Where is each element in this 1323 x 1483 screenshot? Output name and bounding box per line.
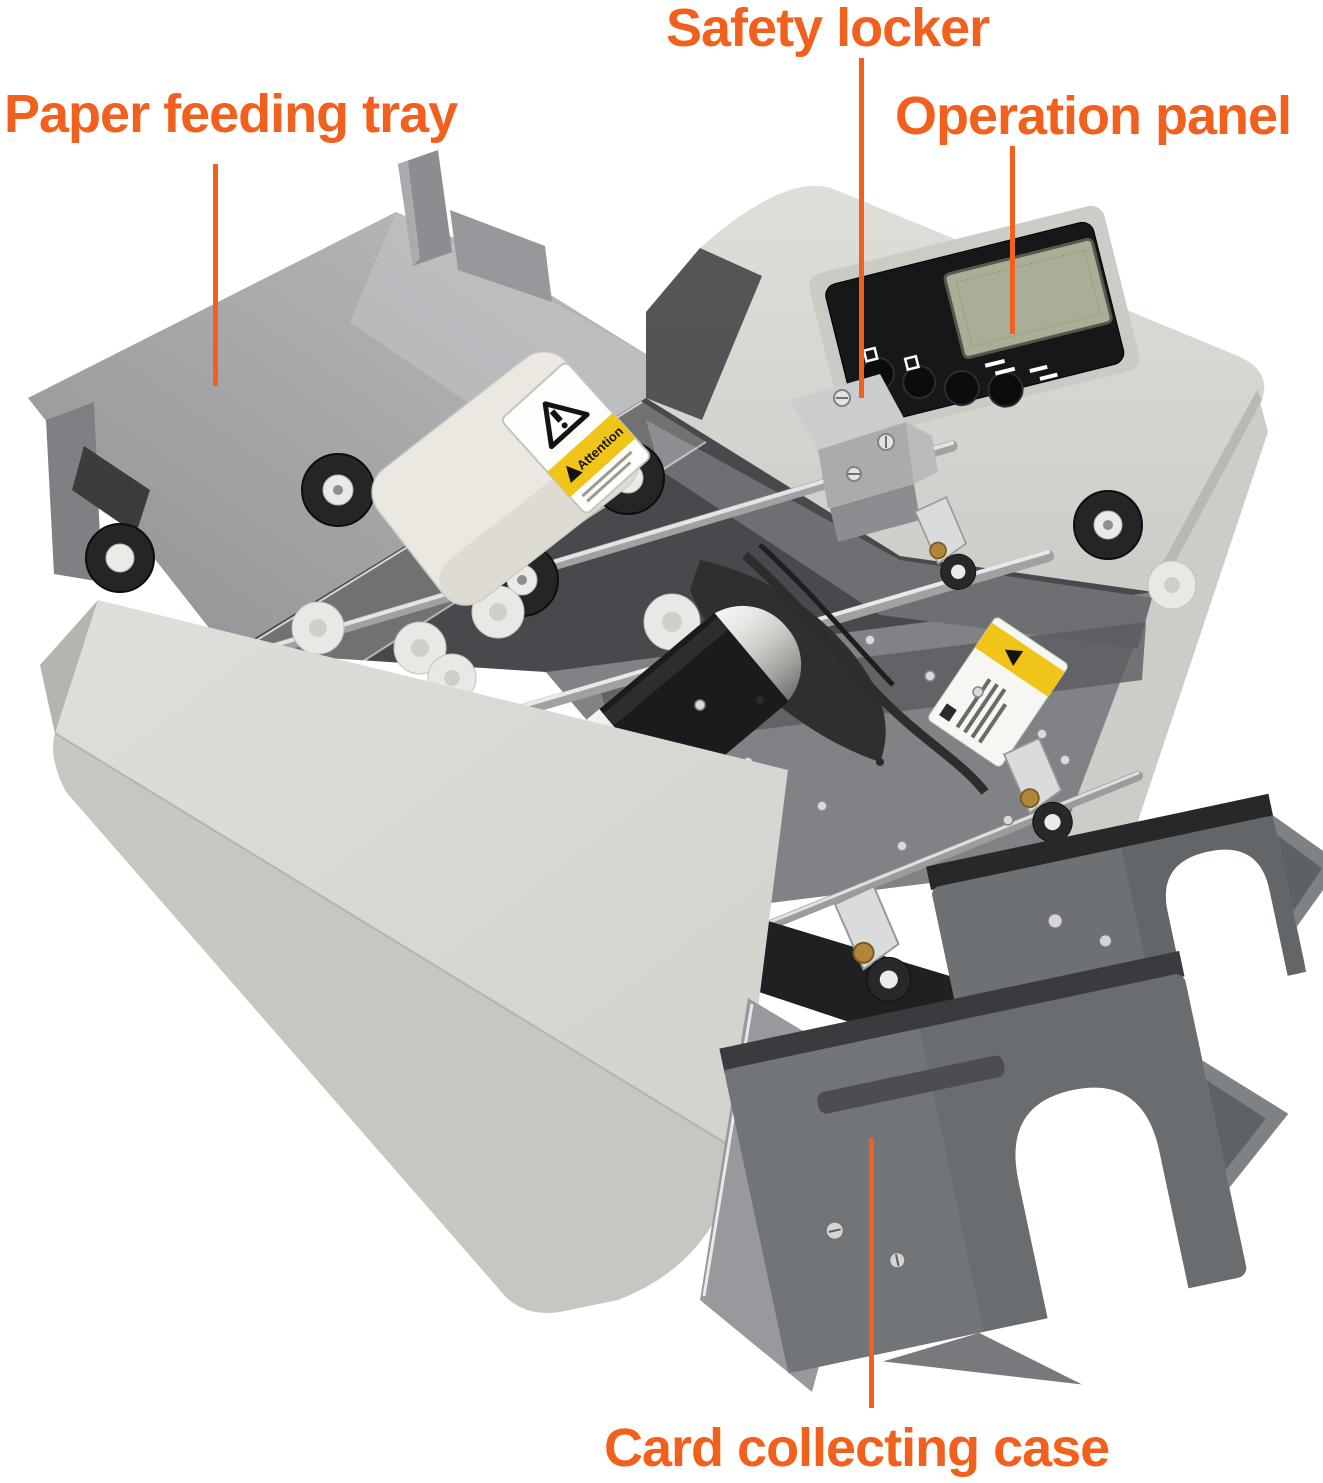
lcd-screen [943,237,1113,359]
panel-buttons [860,346,1058,408]
leader-line-safety-locker [859,58,864,398]
leader-line-paper-feeding-tray [213,164,218,386]
card-collecting-case-part [700,793,1323,1392]
attention-sticker: Attention [501,362,651,514]
leader-line-card-collecting-case [869,1138,874,1408]
label-safety-locker: Safety locker [666,0,990,58]
card-tray-lower [719,950,1289,1385]
leader-line-operation-panel [1010,146,1015,334]
safety-locker-part [790,374,938,542]
card-tray-upper [926,793,1323,1044]
label-operation-panel: Operation panel [895,86,1292,146]
label-paper-feeding-tray: Paper feeding tray [4,84,458,144]
operation-panel-part [809,205,1140,439]
pinch-roller-brackets [833,496,1073,1002]
front-cover [40,600,788,1313]
label-card-collecting-case: Card collecting case [604,1418,1110,1478]
